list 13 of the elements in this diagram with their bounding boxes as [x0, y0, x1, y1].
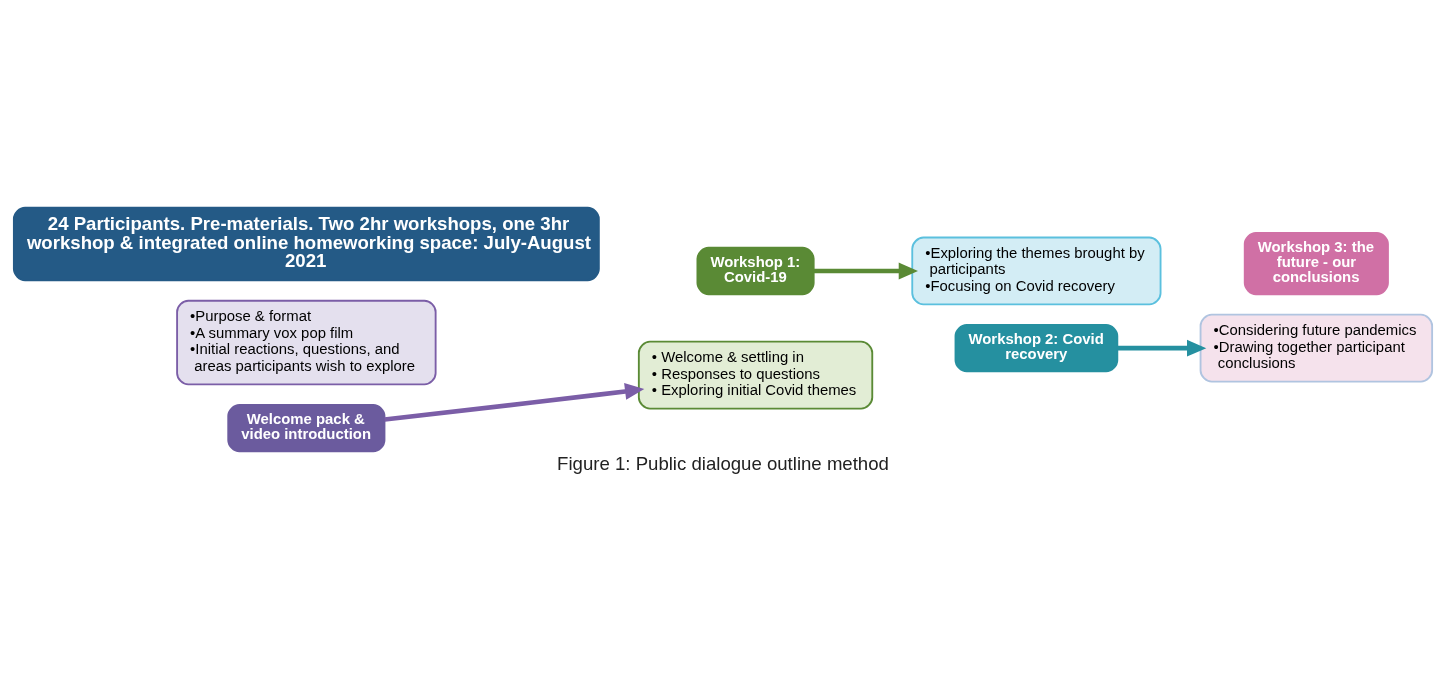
caption: Figure 1: Public dialogue outline method: [557, 452, 889, 474]
arrow: [384, 383, 645, 422]
node-box: •Purpose & format •A summary vox pop film •Initial reactions, questions, and areas participants wish to explore: [176, 299, 437, 386]
node-box: Workshop 2: Covid recovery: [954, 323, 1119, 373]
node-box: Workshop 3: the future - our conclusions: [1243, 231, 1389, 296]
node-box: Workshop 1: Covid-19: [696, 246, 815, 296]
node-box: •Considering future pandemics •Drawing together participant conclusions: [1199, 313, 1434, 383]
node-box: Welcome pack & video introduction: [227, 403, 386, 453]
node-box: •Exploring the themes brought by participants •Focusing on Covid recovery: [911, 236, 1162, 306]
node-box: • Welcome & settling in • Responses to questions • Exploring initial Covid themes: [637, 340, 874, 410]
node-box: 24 Participants. Pre-materials. Two 2hr workshops, one 3hr workshop & integrated online homeworking space: July-August 2021: [12, 206, 600, 282]
arrow: [1117, 339, 1207, 357]
arrow: [813, 262, 918, 280]
